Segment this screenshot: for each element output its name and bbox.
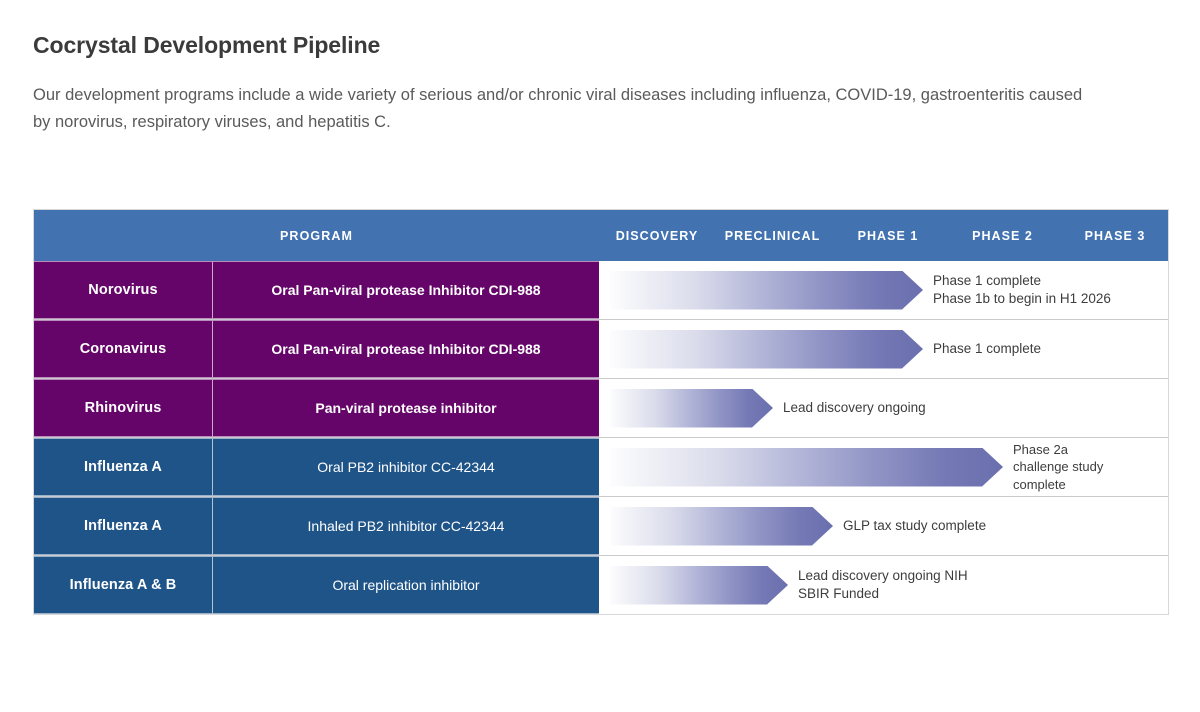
program-name-cell: Coronavirus: [34, 320, 212, 378]
status-label: GLP tax study complete: [843, 518, 987, 534]
intro-paragraph: Our development programs include a wide …: [33, 85, 1083, 131]
column-header-phase-1: PHASE 1: [857, 228, 919, 243]
column-header-discovery: DISCOVERY: [615, 228, 699, 243]
pipeline-table: PROGRAM DISCOVERY PRECLINICAL PHASE 1 PH…: [33, 209, 1169, 615]
column-header-phase-3: PHASE 3: [1084, 228, 1146, 243]
program-name-cell: Influenza A: [34, 497, 212, 555]
progress-arrow-icon: [610, 448, 1003, 487]
phase-column-headers: DISCOVERY PRECLINICAL PHASE 1 PHASE 2 PH…: [599, 210, 1171, 261]
program-description-cell: Oral replication inhibitor: [212, 556, 599, 614]
progress-track-cell: Phase 1 complete Phase 1b to begin in H1…: [599, 261, 1168, 319]
status-label: Lead discovery ongoing: [783, 400, 926, 416]
column-header-program: PROGRAM: [280, 228, 353, 243]
progress-track-cell: Lead discovery ongoing: [599, 379, 1168, 437]
program-description-cell: Oral PB2 inhibitor CC-42344: [212, 438, 599, 496]
program-name-cell: Rhinovirus: [34, 379, 212, 437]
table-header-row: PROGRAM DISCOVERY PRECLINICAL PHASE 1 PH…: [34, 210, 1168, 261]
progress-arrow-icon: [610, 566, 788, 605]
program-description-cell: Oral Pan-viral protease Inhibitor CDI-98…: [212, 320, 599, 378]
status-label: Phase 1 complete Phase 1b to begin in H1…: [933, 273, 1111, 306]
progress-arrow-icon: [610, 507, 833, 546]
progress-track-cell: Phase 2a challenge study complete: [599, 438, 1168, 496]
program-description-cell: Inhaled PB2 inhibitor CC-42344: [212, 497, 599, 555]
program-name-cell: Influenza A & B: [34, 556, 212, 614]
column-header-preclinical: PRECLINICAL: [724, 228, 821, 243]
progress-track-cell: GLP tax study complete: [599, 497, 1168, 555]
column-header-phase-2: PHASE 2: [972, 228, 1033, 243]
program-description-cell: Pan-viral protease inhibitor: [212, 379, 599, 437]
status-label: Phase 2a challenge study complete: [1013, 441, 1104, 492]
program-name-cell: Norovirus: [34, 261, 212, 319]
progress-track-cell: Phase 1 complete: [599, 320, 1168, 378]
progress-arrow-icon: [610, 389, 773, 428]
page-title: Cocrystal Development Pipeline: [33, 32, 381, 58]
heading-block: Cocrystal Development Pipeline Our devel…: [33, 32, 1133, 136]
program-name-cell: Influenza A: [34, 438, 212, 496]
program-description-cell: Oral Pan-viral protease Inhibitor CDI-98…: [212, 261, 599, 319]
progress-arrow-icon: [610, 271, 923, 310]
status-label: Lead discovery ongoing NIH SBIR Funded: [798, 568, 968, 601]
status-label: Phase 1 complete: [933, 341, 1042, 357]
progress-arrow-icon: [610, 330, 923, 369]
progress-track-cell: Lead discovery ongoing NIH SBIR Funded: [599, 556, 1168, 614]
